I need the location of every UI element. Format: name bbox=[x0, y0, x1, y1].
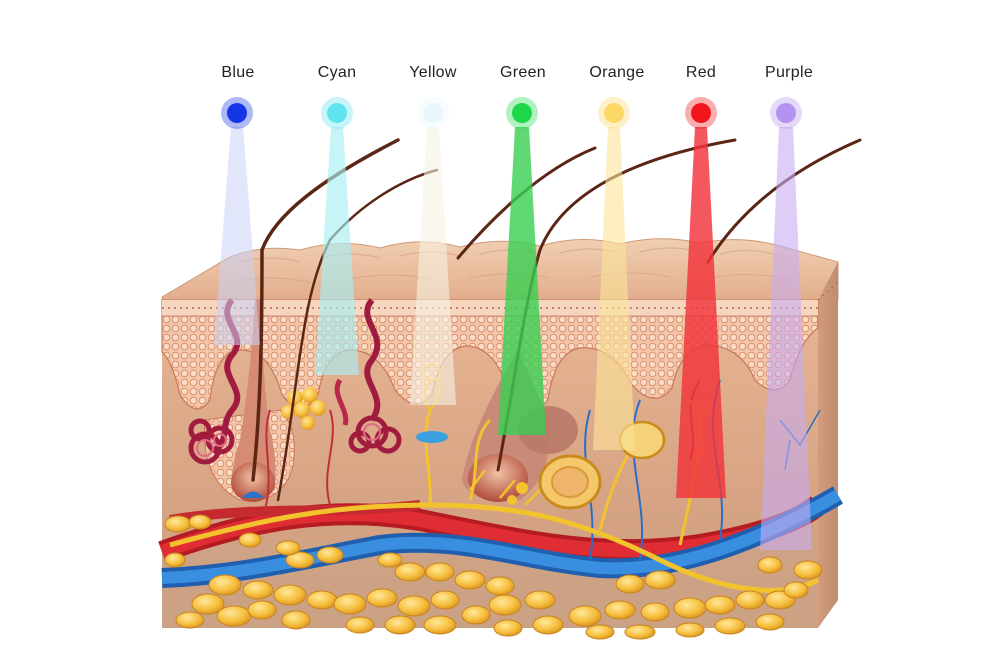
beam-red bbox=[676, 127, 726, 498]
fat-cell bbox=[585, 624, 615, 640]
beam-yellow bbox=[410, 127, 456, 405]
source-dot-green bbox=[512, 103, 532, 123]
source-dot-yellow bbox=[423, 103, 443, 123]
fat-cell bbox=[285, 551, 315, 569]
fat-cell bbox=[345, 616, 375, 634]
fat-cell bbox=[208, 574, 242, 596]
fat-cell bbox=[397, 595, 431, 617]
fat-cell bbox=[783, 581, 809, 599]
sebaceous-gland-left bbox=[281, 387, 326, 430]
fat-cells bbox=[164, 514, 823, 640]
light-beams bbox=[214, 127, 812, 550]
fat-cell bbox=[757, 556, 783, 574]
fat-cell bbox=[735, 590, 765, 610]
fat-cell bbox=[216, 605, 252, 627]
fat-cell bbox=[242, 580, 274, 600]
fat-cell bbox=[454, 570, 486, 590]
label-purple: Purple bbox=[764, 64, 814, 81]
fat-cell bbox=[755, 613, 785, 631]
fat-cell bbox=[524, 590, 556, 610]
source-dot-purple bbox=[776, 103, 796, 123]
label-yellow: Yellow bbox=[409, 64, 457, 81]
source-dot-red bbox=[691, 103, 711, 123]
fat-cell bbox=[316, 546, 344, 564]
fat-cell bbox=[493, 619, 523, 637]
label-green: Green bbox=[500, 64, 546, 81]
fat-cell bbox=[306, 590, 338, 610]
beam-purple bbox=[760, 127, 812, 550]
fat-cell bbox=[604, 600, 636, 620]
fat-cell bbox=[377, 552, 403, 568]
fat-cell bbox=[238, 532, 262, 548]
fat-cell bbox=[333, 593, 367, 615]
source-dot-blue bbox=[227, 103, 247, 123]
fat-cell bbox=[366, 588, 398, 608]
beam-blue bbox=[214, 127, 260, 345]
beam-cyan bbox=[315, 127, 359, 375]
fat-cell bbox=[675, 622, 705, 638]
fat-cell bbox=[273, 584, 307, 606]
fat-cell bbox=[640, 602, 670, 622]
fat-cell bbox=[275, 540, 301, 556]
fat-cell bbox=[188, 514, 212, 530]
fat-cell bbox=[425, 562, 455, 582]
fat-cell bbox=[281, 610, 311, 630]
fat-cell bbox=[191, 593, 225, 615]
fat-cell bbox=[164, 552, 186, 568]
fat-cell bbox=[673, 597, 707, 619]
light-sources bbox=[221, 97, 802, 129]
fat-cell bbox=[175, 611, 205, 629]
fat-cell bbox=[568, 605, 602, 627]
label-red: Red bbox=[685, 64, 717, 81]
source-dot-orange bbox=[604, 103, 624, 123]
fat-cell bbox=[488, 594, 522, 616]
fat-cell bbox=[423, 615, 457, 635]
fat-cell bbox=[624, 624, 656, 640]
fat-cell bbox=[394, 562, 426, 582]
fat-cell bbox=[384, 615, 416, 635]
hair-follicle-left bbox=[231, 300, 276, 502]
label-blue: Blue bbox=[221, 64, 255, 81]
fat-cell bbox=[644, 570, 676, 590]
fat-cell bbox=[485, 576, 515, 596]
beam-green bbox=[498, 127, 546, 435]
source-dot-cyan bbox=[327, 103, 347, 123]
fat-cell bbox=[704, 595, 736, 615]
fat-cell bbox=[164, 515, 192, 533]
fat-cell bbox=[461, 605, 491, 625]
fat-cell bbox=[615, 574, 645, 594]
fat-cell bbox=[430, 590, 460, 610]
fat-cell bbox=[247, 600, 277, 620]
fat-cell bbox=[532, 615, 564, 635]
beam-orange bbox=[593, 127, 635, 450]
label-cyan: Cyan bbox=[317, 64, 357, 81]
fat-cell bbox=[793, 560, 823, 580]
fat-cell bbox=[714, 617, 746, 635]
label-orange: Orange bbox=[589, 64, 645, 81]
